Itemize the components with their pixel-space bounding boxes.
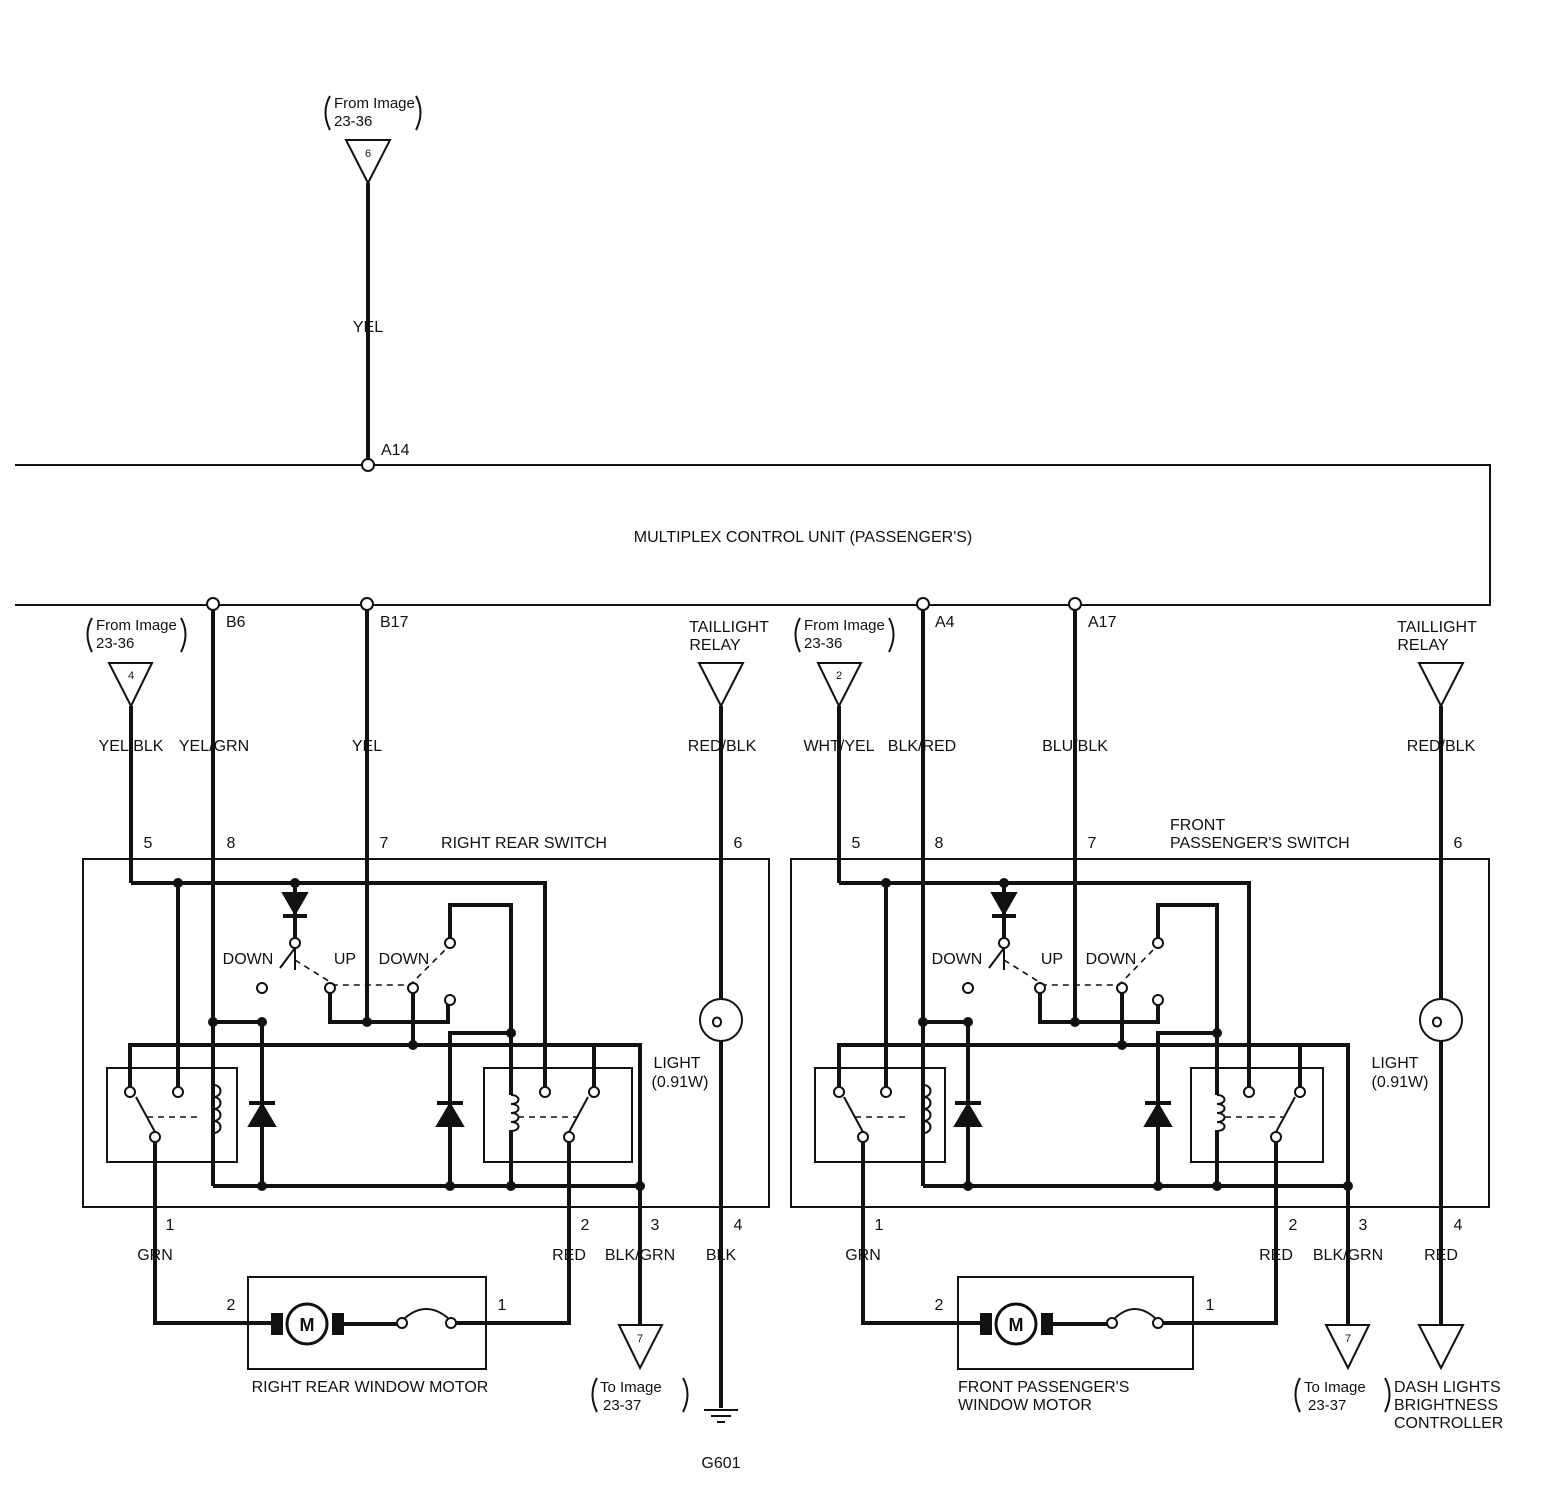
svg-text:YEL/GRN: YEL/GRN [179, 738, 249, 755]
svg-text:23-36: 23-36 [804, 635, 842, 652]
pin-a14: A14 [381, 442, 410, 459]
svg-text:2: 2 [227, 1297, 236, 1314]
svg-text:RELAY: RELAY [1397, 637, 1449, 654]
svg-text:M: M [300, 1315, 315, 1335]
svg-text:3: 3 [1359, 1217, 1368, 1234]
svg-text:8: 8 [227, 835, 236, 852]
svg-text:RELAY: RELAY [689, 637, 741, 654]
svg-text:1: 1 [498, 1297, 507, 1314]
svg-text:23-37: 23-37 [603, 1397, 641, 1414]
svg-text:TAILLIGHT: TAILLIGHT [689, 619, 769, 636]
svg-text:2: 2 [935, 1297, 944, 1314]
front-passenger-circuit: From Image 23-36 2 TAILLIGHT RELAY WHT/Y… [790, 610, 1503, 1432]
svg-text:(0.91W): (0.91W) [652, 1074, 709, 1091]
right-rear-switch-title: RIGHT REAR SWITCH [441, 835, 607, 852]
svg-text:DASH LIGHTS: DASH LIGHTS [1394, 1379, 1501, 1396]
right-rear-circuit: From Image 23-36 4 TAILLIGHT RELAY YEL/B… [82, 610, 770, 1472]
svg-text:23-36: 23-36 [96, 635, 134, 652]
svg-text:RED/BLK: RED/BLK [1407, 738, 1476, 755]
svg-text:WHT/YEL: WHT/YEL [803, 738, 874, 755]
svg-text:1: 1 [875, 1217, 884, 1234]
svg-text:7: 7 [637, 1333, 643, 1345]
svg-text:From Image: From Image [96, 617, 177, 634]
pin-a17: A17 [1088, 614, 1117, 631]
svg-text:7: 7 [1088, 835, 1097, 852]
svg-text:5: 5 [144, 835, 153, 852]
svg-text:UP: UP [1041, 951, 1063, 968]
svg-text:2: 2 [836, 670, 842, 682]
top-source-connector: From Image 23-36 6 YEL A14 [324, 95, 422, 472]
svg-text:From Image: From Image [804, 617, 885, 634]
svg-text:From Image: From Image [334, 95, 415, 112]
svg-text:CONTROLLER: CONTROLLER [1394, 1415, 1503, 1432]
svg-text:GRN: GRN [137, 1247, 173, 1264]
svg-text:6: 6 [734, 835, 743, 852]
svg-text:M: M [1009, 1315, 1024, 1335]
svg-text:BRIGHTNESS: BRIGHTNESS [1394, 1397, 1498, 1414]
pin-b6: B6 [226, 614, 246, 631]
unit-label: MULTIPLEX CONTROL UNIT (PASSENGER'S) [634, 529, 973, 546]
svg-text:RED/BLK: RED/BLK [688, 738, 757, 755]
svg-text:YEL: YEL [352, 738, 382, 755]
pin-b17: B17 [380, 614, 409, 631]
svg-text:6: 6 [1454, 835, 1463, 852]
ground-label: G601 [701, 1455, 740, 1472]
svg-text:BLK/RED: BLK/RED [888, 738, 956, 755]
svg-text:BLU/BLK: BLU/BLK [1042, 738, 1108, 755]
svg-text:23-37: 23-37 [1308, 1397, 1346, 1414]
svg-text:6: 6 [365, 148, 371, 160]
svg-text:7: 7 [380, 835, 389, 852]
unit-pins: B6 B17 A4 A17 [206, 597, 1117, 631]
right-rear-motor-label: RIGHT REAR WINDOW MOTOR [252, 1379, 489, 1396]
svg-text:2: 2 [581, 1217, 590, 1234]
svg-text:4: 4 [734, 1217, 743, 1234]
svg-text:RED: RED [1259, 1247, 1293, 1264]
svg-text:RED: RED [552, 1247, 586, 1264]
svg-text:GRN: GRN [845, 1247, 881, 1264]
svg-text:To Image: To Image [1304, 1379, 1366, 1396]
svg-text:WINDOW MOTOR: WINDOW MOTOR [958, 1397, 1092, 1414]
svg-text:UP: UP [334, 951, 356, 968]
svg-text:DOWN: DOWN [1086, 951, 1137, 968]
front-passenger-switch-title: FRONT [1170, 817, 1225, 834]
svg-text:TAILLIGHT: TAILLIGHT [1397, 619, 1477, 636]
top-wire-color: YEL [353, 319, 383, 336]
multiplex-control-unit: MULTIPLEX CONTROL UNIT (PASSENGER'S) [15, 464, 1491, 606]
svg-text:BLK: BLK [706, 1247, 737, 1264]
svg-text:8: 8 [935, 835, 944, 852]
front-passenger-motor-label: FRONT PASSENGER'S [958, 1379, 1129, 1396]
svg-text:1: 1 [166, 1217, 175, 1234]
svg-text:3: 3 [651, 1217, 660, 1234]
svg-text:7: 7 [1345, 1333, 1351, 1345]
svg-text:4: 4 [128, 670, 134, 682]
svg-text:23-36: 23-36 [334, 113, 372, 130]
svg-text:DOWN: DOWN [223, 951, 274, 968]
svg-text:LIGHT: LIGHT [653, 1055, 700, 1072]
svg-text:DOWN: DOWN [379, 951, 430, 968]
svg-text:(0.91W): (0.91W) [1372, 1074, 1429, 1091]
svg-text:RED: RED [1424, 1247, 1458, 1264]
svg-text:DOWN: DOWN [932, 951, 983, 968]
svg-text:YEL/BLK: YEL/BLK [99, 738, 164, 755]
svg-text:PASSENGER'S SWITCH: PASSENGER'S SWITCH [1170, 835, 1350, 852]
svg-text:5: 5 [852, 835, 861, 852]
svg-text:2: 2 [1289, 1217, 1298, 1234]
svg-text:To Image: To Image [600, 1379, 662, 1396]
pin-a4: A4 [935, 614, 955, 631]
svg-text:LIGHT: LIGHT [1371, 1055, 1418, 1072]
svg-text:4: 4 [1454, 1217, 1463, 1234]
svg-text:1: 1 [1206, 1297, 1215, 1314]
